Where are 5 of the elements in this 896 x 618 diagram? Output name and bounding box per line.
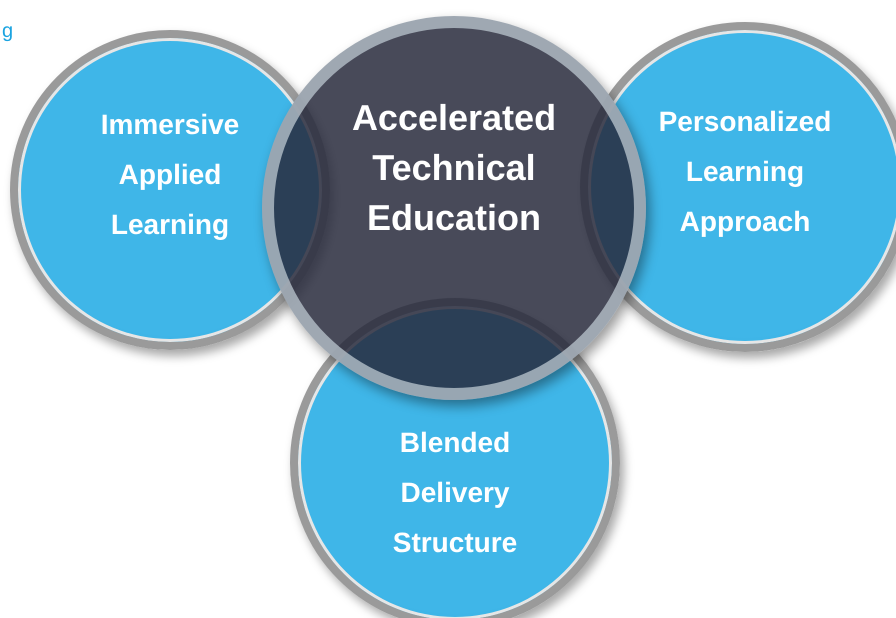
circle-label: Personalized Learning Approach bbox=[658, 105, 832, 239]
circle-label: Immersive Applied Learning bbox=[100, 108, 240, 242]
circle-label: Accelerated Technical Education bbox=[350, 96, 558, 240]
text-fragment: g bbox=[2, 20, 14, 43]
circle-label: Blended Delivery Structure bbox=[392, 426, 518, 560]
